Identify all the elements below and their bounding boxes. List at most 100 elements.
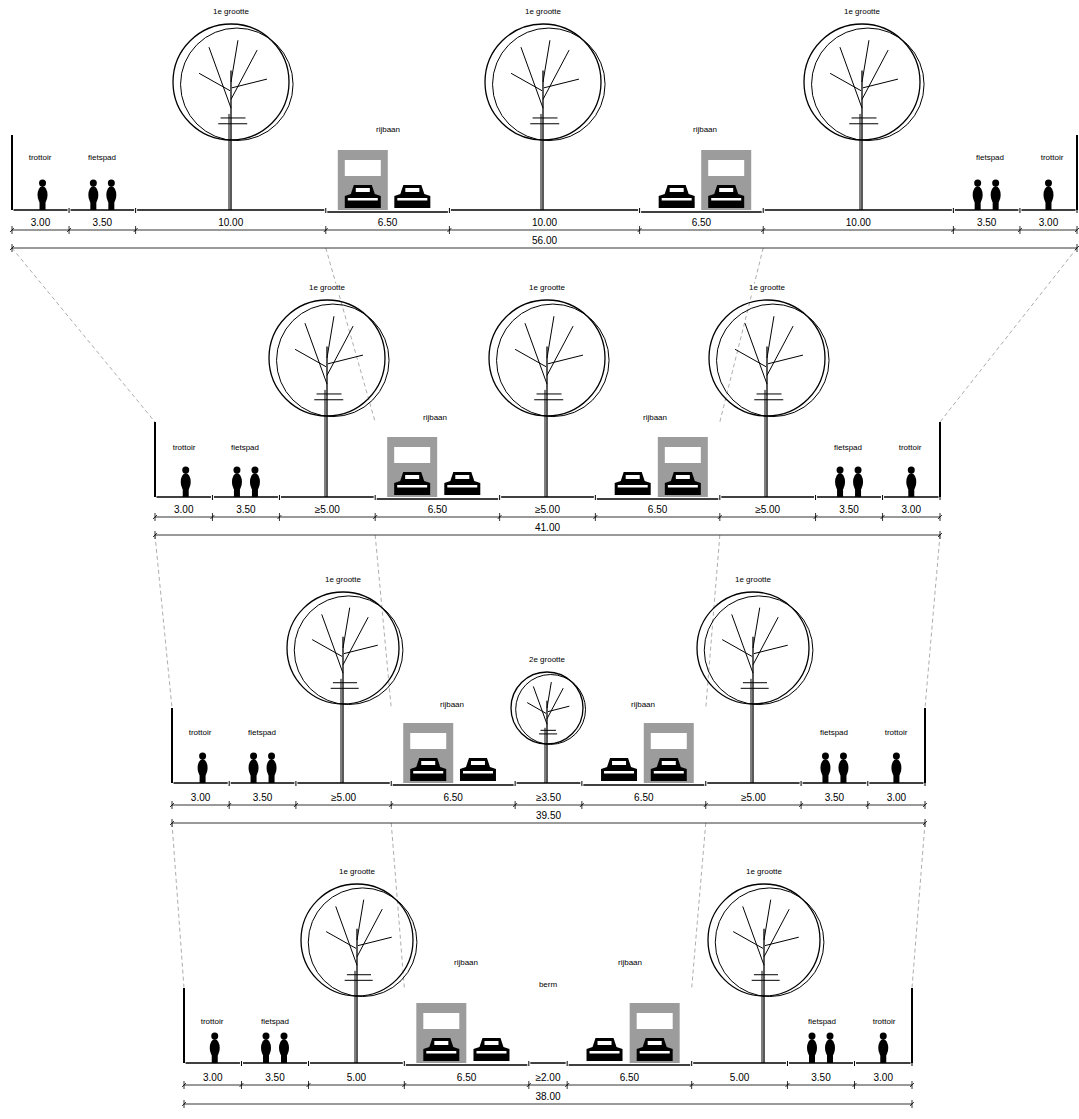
person-body	[973, 186, 983, 204]
person	[232, 467, 242, 498]
car-window	[455, 475, 469, 479]
dimension-mark	[498, 515, 502, 519]
tree-base	[537, 393, 562, 394]
tree-base	[754, 399, 783, 400]
car	[423, 1038, 459, 1061]
dimension: 3.00	[873, 1072, 894, 1083]
dimension-line	[172, 823, 925, 824]
guide-line	[692, 823, 706, 988]
tree-branch	[326, 932, 356, 949]
tree-crown-shadow	[516, 675, 586, 745]
car-window	[719, 188, 733, 192]
person-body	[210, 1039, 220, 1057]
tree-branch	[754, 645, 788, 653]
person-legs	[809, 1055, 815, 1063]
tree-base	[754, 974, 778, 975]
dimension-mark	[814, 515, 818, 519]
tree-branch	[527, 703, 546, 714]
car-stripe	[640, 1051, 670, 1054]
tree	[697, 592, 813, 783]
dimension-mark	[170, 821, 174, 825]
car	[637, 1038, 673, 1061]
car	[587, 1038, 623, 1061]
car	[659, 185, 695, 208]
dimension-mark	[402, 1083, 406, 1087]
bus-window	[708, 160, 744, 176]
tree-size-label: 1e grootte	[528, 284, 566, 293]
dimension: 3.50	[810, 1072, 831, 1083]
tree-branch	[327, 316, 334, 358]
bus	[644, 723, 694, 783]
car-stripe	[618, 485, 648, 488]
bus-body	[701, 150, 751, 210]
person-body	[825, 1039, 835, 1057]
kerb	[801, 781, 802, 786]
dimension: ≥3.50	[535, 792, 562, 803]
tree-base	[743, 682, 767, 683]
car	[394, 472, 430, 495]
dimension-mark	[182, 1083, 186, 1087]
tree-trunk	[545, 390, 546, 497]
person-legs	[263, 1055, 269, 1063]
tree-branch	[745, 323, 767, 384]
person-legs	[234, 489, 240, 497]
bus	[658, 437, 708, 497]
tree-branch	[764, 900, 771, 940]
person	[279, 1033, 289, 1064]
road-surface	[406, 1064, 528, 1065]
person	[906, 467, 916, 498]
tree-size-label: 1e grootte	[308, 284, 346, 293]
tree-base	[331, 688, 359, 689]
person-body	[991, 186, 1001, 204]
dimension-mark	[938, 515, 942, 519]
person-legs	[827, 1055, 833, 1063]
tree-trunk	[342, 637, 343, 783]
car	[665, 472, 701, 495]
tree-branch	[543, 40, 550, 82]
person	[1043, 180, 1053, 211]
car-stripe	[590, 1051, 620, 1054]
car	[615, 472, 651, 495]
building-wall	[11, 135, 13, 210]
guide-line	[155, 535, 172, 708]
ground-line	[721, 496, 814, 497]
car-body	[587, 1038, 623, 1061]
dimension: ≥5.00	[754, 504, 781, 515]
person	[267, 753, 277, 784]
person	[991, 180, 1001, 211]
bus-body	[416, 1003, 466, 1063]
dimension-mark	[277, 515, 281, 519]
kerb	[212, 495, 213, 500]
zone-label: berm	[538, 981, 558, 990]
car-body	[708, 185, 744, 208]
person	[825, 1033, 835, 1064]
person-body	[891, 759, 901, 777]
guide-line	[940, 248, 1077, 422]
car-body	[394, 472, 430, 495]
dimension: 3.00	[173, 504, 194, 515]
bus-body	[630, 1003, 680, 1063]
bus	[338, 150, 388, 210]
tree-size-label: 1e grootte	[524, 8, 562, 17]
tree-crown-shadow	[812, 28, 925, 141]
dimension: ≥5.00	[534, 504, 561, 515]
tree-base	[333, 682, 357, 683]
person-body	[835, 473, 845, 491]
person-head	[1045, 180, 1052, 187]
tree-base	[221, 117, 246, 118]
car-body	[651, 758, 687, 781]
zone-label: fietspad	[833, 444, 863, 453]
tree-trunk	[541, 114, 542, 210]
bus-body	[403, 723, 453, 783]
bus-window	[637, 1013, 673, 1029]
dimension: ≥5.00	[740, 792, 767, 803]
dimension: 10.00	[845, 217, 872, 228]
tree-trunk	[355, 971, 356, 1063]
tree-trunk	[860, 114, 861, 210]
car	[410, 758, 446, 781]
tree-crown	[708, 884, 820, 996]
kerb	[705, 781, 706, 786]
dimension-mark	[938, 533, 942, 537]
kerb	[391, 781, 392, 786]
